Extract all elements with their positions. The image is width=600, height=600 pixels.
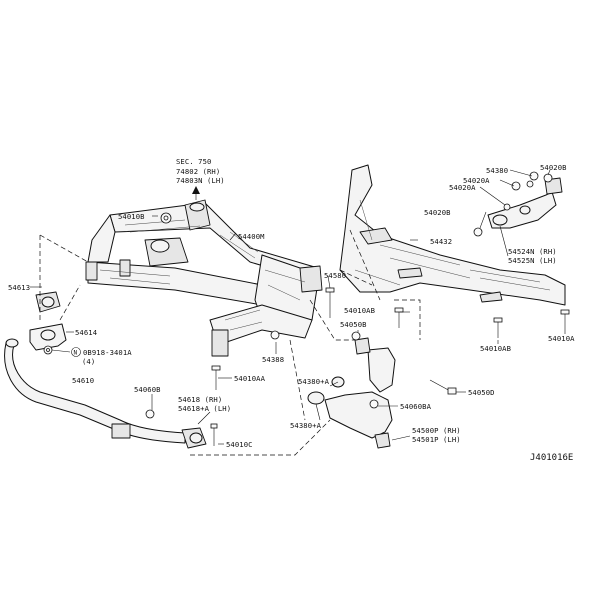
stay-54432 — [339, 164, 566, 306]
label-54380: 54380 — [486, 166, 508, 175]
label-54010AB-left: 54010AB — [344, 306, 375, 315]
bushing-54613 — [35, 291, 61, 313]
section-line-2: 74803N (LH) — [176, 176, 225, 185]
label-54020B-top: 54020B — [540, 163, 567, 172]
suspension-member — [85, 199, 323, 357]
stabilizer-bar — [4, 338, 207, 449]
label-0B918-3401A: 0B918-3401A — [83, 348, 132, 357]
label-54380A-lower: 54380+A — [290, 421, 322, 430]
clamp-54614 — [29, 323, 67, 351]
label-54050B: 54050B — [340, 320, 367, 329]
label-54060BA: 54060BA — [400, 402, 432, 411]
part-labels: 54010B 54400M 54580 54613 54614 N 0B918-… — [8, 163, 575, 449]
fasteners — [145, 171, 570, 446]
diagram-code: J401016E — [530, 453, 573, 463]
section-arrow — [192, 186, 200, 200]
label-54525N-lh: 54525N (LH) — [508, 256, 557, 265]
label-54010AA: 54010AA — [234, 374, 266, 383]
label-54388: 54388 — [262, 355, 284, 364]
label-54618-rh: 54618 (RH) — [178, 395, 222, 404]
section-line-1: 74802 (RH) — [176, 167, 220, 176]
label-54614: 54614 — [75, 328, 97, 337]
svg-text:N: N — [74, 350, 78, 357]
leader-lines — [30, 169, 566, 445]
label-54400M: 54400M — [238, 232, 265, 241]
nut-0b918 — [43, 345, 53, 355]
label-54010A: 54010A — [548, 334, 575, 343]
label-54060B: 54060B — [134, 385, 161, 394]
label-54020B-left: 54020B — [424, 208, 451, 217]
label-54010B: 54010B — [118, 212, 145, 221]
label-54580: 54580 — [324, 271, 346, 280]
label-54010C: 54010C — [226, 440, 253, 449]
label-54432: 54432 — [430, 237, 452, 246]
label-54500P-rh: 54500P (RH) — [412, 426, 461, 435]
label-54380A-upper: 54380+A — [298, 377, 330, 386]
section-title: SEC. 750 — [176, 157, 211, 166]
label-0B918-qty: (4) — [82, 357, 95, 366]
assembly-dashes — [39, 229, 421, 456]
upper-link — [487, 177, 563, 229]
label-54020A-lower: 54020A — [449, 183, 476, 192]
callout-0b918: N 0B918-3401A (4) — [71, 347, 132, 366]
label-54618A-lh: 54618+A (LH) — [178, 404, 231, 413]
label-54010AB-right: 54010AB — [480, 344, 511, 353]
label-54524N-rh: 54524N (RH) — [508, 247, 557, 256]
label-54050D: 54050D — [468, 388, 495, 397]
label-54020A-upper: 54020A — [463, 176, 490, 185]
section-reference: SEC. 750 74802 (RH) 74803N (LH) — [176, 157, 225, 185]
label-54613: 54613 — [8, 283, 30, 292]
transverse-link — [307, 337, 396, 449]
label-54501P-lh: 54501P (LH) — [412, 435, 461, 444]
label-54610: 54610 — [72, 376, 94, 385]
